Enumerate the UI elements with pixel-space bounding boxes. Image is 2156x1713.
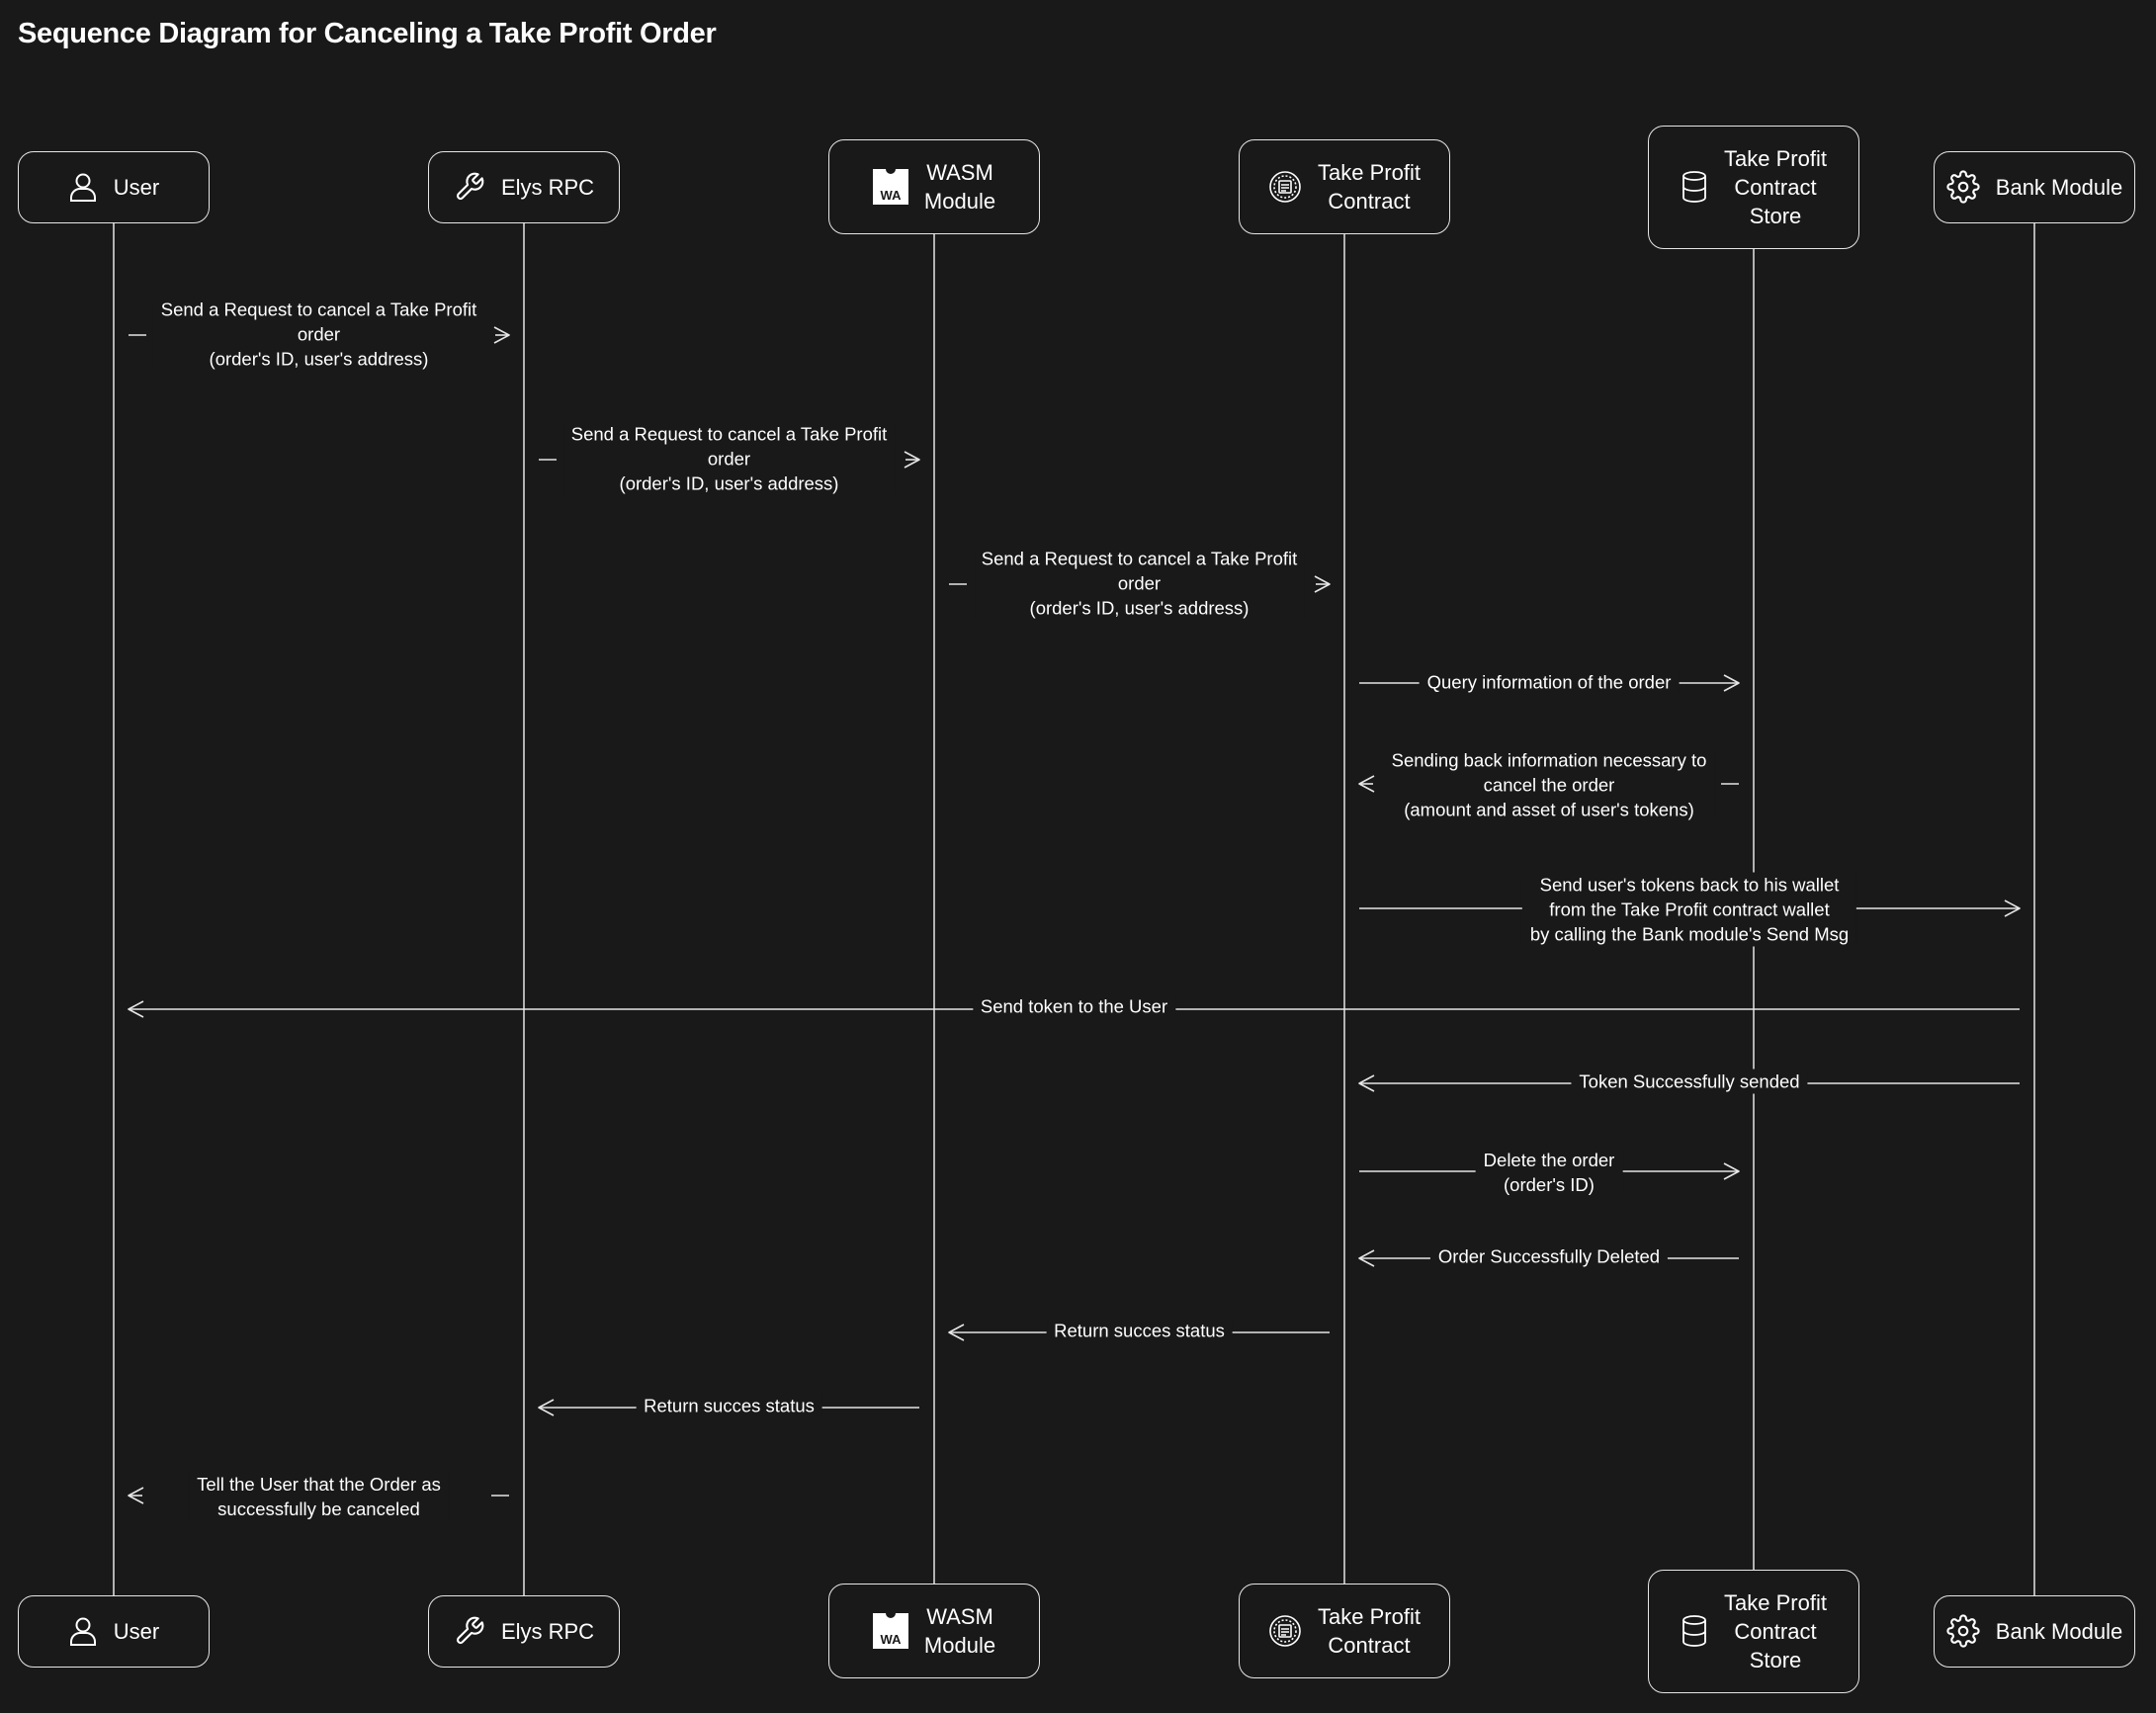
participant-label: Take Profit Contract Store <box>1724 1589 1827 1672</box>
contract-seal-icon <box>1268 1614 1302 1648</box>
gear-icon <box>1946 170 1980 204</box>
message-label-10: Order Successfully Deleted <box>1429 1243 1669 1269</box>
participant-label: Bank Module <box>1995 174 2123 200</box>
arrowhead <box>538 1399 555 1416</box>
participant-store-bottom: Take Profit Contract Store <box>1648 1569 1859 1693</box>
message-arrow-5 <box>1358 775 1739 793</box>
participant-label: WASM Module <box>923 1604 996 1658</box>
participant-tpc-top: Take Profit Contract <box>1239 139 1450 234</box>
diagram-title: Sequence Diagram for Canceling a Take Pr… <box>18 18 717 49</box>
arrowhead <box>1723 674 1740 692</box>
participant-label: User <box>113 1618 160 1644</box>
message-arrow-1 <box>129 326 510 344</box>
arrowhead <box>128 1000 144 1018</box>
arrowhead <box>1358 1249 1375 1267</box>
participant-user-top: User <box>18 150 210 223</box>
participant-wasm-top: WA WASM Module <box>828 139 1040 234</box>
contract-seal-icon <box>1268 170 1302 204</box>
message-label-12: Return succes status <box>636 1393 822 1418</box>
wrench-icon <box>454 1615 485 1647</box>
svg-text:WA: WA <box>880 1632 902 1647</box>
gear-icon <box>1946 1614 1980 1648</box>
participant-label: Bank Module <box>1995 1618 2123 1644</box>
message-label-7: Send token to the User <box>972 993 1176 1019</box>
wasm-logo-icon: WA <box>872 169 908 205</box>
participant-label: Elys RPC <box>500 174 595 200</box>
participant-label: Take Profit Contract <box>1318 160 1421 214</box>
message-arrow-13 <box>128 1487 509 1504</box>
message-label-8: Token Successfully sended <box>1571 1069 1808 1094</box>
message-arrow-3 <box>949 575 1331 593</box>
message-arrow-2 <box>539 451 920 469</box>
participant-label: WASM Module <box>923 160 996 214</box>
participant-wasm-bottom: WA WASM Module <box>828 1584 1040 1678</box>
participant-store-top: Take Profit Contract Store <box>1648 125 1859 249</box>
message-label-4: Query information of the order <box>1419 669 1680 695</box>
user-icon <box>68 1615 98 1647</box>
database-icon <box>1681 1614 1708 1648</box>
arrowhead <box>1723 1162 1740 1180</box>
participant-label: Elys RPC <box>500 1618 595 1644</box>
wrench-icon <box>454 171 485 203</box>
message-label-11: Return succes status <box>1046 1318 1233 1343</box>
participant-bank-top: Bank Module <box>1934 150 2135 223</box>
participant-label: Take Profit Contract Store <box>1724 145 1827 228</box>
participant-elys-top: Elys RPC <box>428 150 620 223</box>
participant-user-bottom: User <box>18 1594 210 1668</box>
participant-label: User <box>113 174 160 200</box>
database-icon <box>1681 170 1708 204</box>
participant-tpc-bottom: Take Profit Contract <box>1239 1584 1450 1678</box>
message-label-9: Delete the order(order's ID) <box>1475 1148 1623 1197</box>
wasm-logo-icon: WA <box>872 1613 908 1649</box>
participant-label: Take Profit Contract <box>1318 1604 1421 1658</box>
participant-bank-bottom: Bank Module <box>1934 1594 2135 1668</box>
participant-elys-bottom: Elys RPC <box>428 1594 620 1668</box>
user-icon <box>68 171 98 203</box>
arrowhead <box>2004 899 2021 917</box>
arrowhead <box>948 1324 965 1341</box>
svg-text:WA: WA <box>880 188 902 203</box>
arrowhead <box>1358 1074 1375 1092</box>
